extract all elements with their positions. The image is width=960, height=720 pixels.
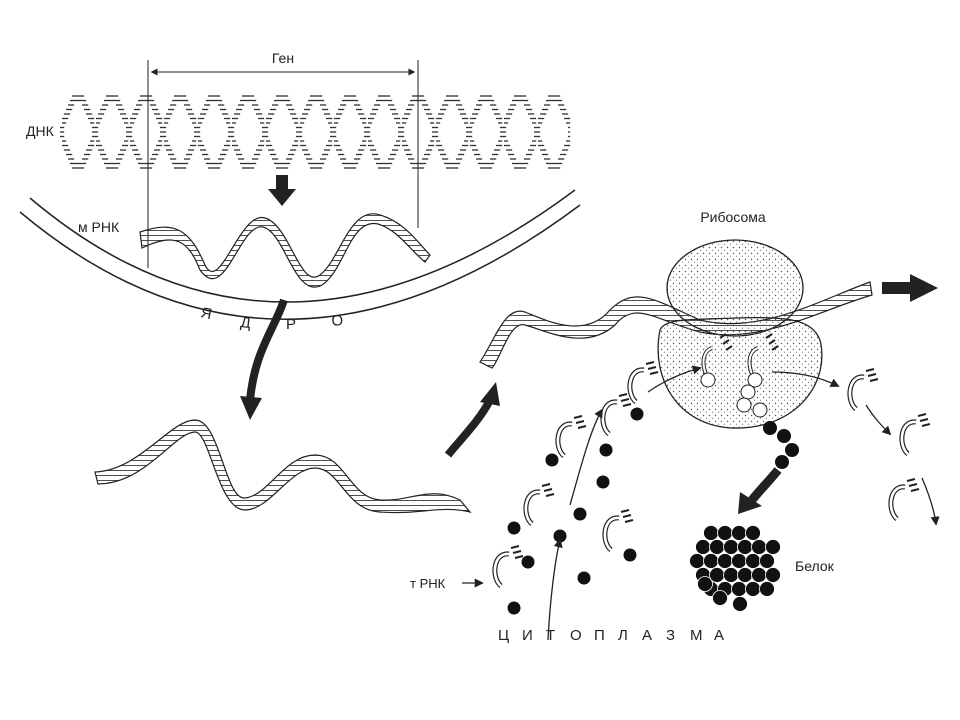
- chain-amino-acid: [775, 455, 789, 469]
- mrna-strand-cytoplasm: [94, 419, 472, 514]
- protein-label: Белок: [795, 558, 835, 574]
- trna-in-ribosome: [700, 333, 779, 418]
- protein-amino-acid: [717, 525, 733, 541]
- cytoplasm-letter: Ц: [498, 627, 511, 644]
- protein-amino-acid: [689, 553, 705, 569]
- protein-amino-acid: [723, 539, 739, 555]
- nucleus-membrane: [19, 189, 581, 320]
- trna-molecule: [600, 393, 632, 436]
- protein-amino-acid: [745, 581, 761, 597]
- trna-molecule: [523, 483, 555, 526]
- cytoplasm-letter: М: [690, 627, 705, 644]
- nucleus-letter-1: Я: [199, 304, 213, 323]
- cytoplasm-letter: З: [666, 627, 677, 644]
- protein-amino-acid: [765, 539, 781, 555]
- protein-amino-acid: [737, 567, 753, 583]
- protein-amino-acid: [695, 539, 711, 555]
- protein-amino-acid: [751, 539, 767, 555]
- trna-molecule: [492, 545, 524, 588]
- protein-amino-acid: [703, 525, 719, 541]
- ribosome: [657, 239, 823, 429]
- trna-label: т РНК: [410, 576, 446, 591]
- ribosome-label: Рибосома: [700, 209, 766, 225]
- amino-acid: [545, 453, 559, 467]
- polypeptide-chain: [763, 421, 799, 469]
- protein-amino-acid: [737, 539, 753, 555]
- exit-arrow: [882, 274, 938, 302]
- protein-cluster: [689, 525, 781, 612]
- mrna-strand-ribosome: [479, 281, 873, 369]
- protein-amino-acid: [717, 553, 733, 569]
- protein-amino-acid: [732, 596, 748, 612]
- trna-molecule: [847, 368, 879, 411]
- protein-amino-acid: [759, 553, 775, 569]
- cytoplasm-letter: Л: [618, 627, 630, 644]
- protein-amino-acid: [759, 581, 775, 597]
- protein-amino-acid: [745, 525, 761, 541]
- protein-amino-acid: [751, 567, 767, 583]
- amino-acid: [507, 601, 521, 615]
- amino-acid: [577, 571, 591, 585]
- trna-molecule: [627, 361, 659, 404]
- nucleus-letter-2: Д: [240, 314, 252, 332]
- gene-label: Ген: [272, 50, 294, 66]
- amino-acid: [599, 443, 613, 457]
- protein-amino-acid: [709, 539, 725, 555]
- protein-amino-acid: [731, 525, 747, 541]
- protein-amino-acid: [723, 567, 739, 583]
- amino-acid: [596, 475, 610, 489]
- protein-amino-acid: [745, 553, 761, 569]
- export-arrow: [240, 298, 288, 420]
- protein-amino-acid: [731, 553, 747, 569]
- chain-amino-acid: [785, 443, 799, 457]
- amino-acids: [507, 407, 644, 615]
- nucleus-letter-3: Р: [286, 316, 296, 333]
- protein-amino-acid: [712, 590, 728, 606]
- chain-amino-acid: [763, 421, 777, 435]
- amino-acid: [507, 521, 521, 535]
- trna-molecule: [555, 415, 587, 458]
- protein-arrow: [738, 467, 782, 514]
- dna-label: ДНК: [26, 123, 55, 139]
- to-ribosome-arrow: [444, 382, 500, 458]
- cytoplasm-letter: И: [522, 627, 535, 644]
- protein-amino-acid: [697, 576, 713, 592]
- flow-arrows: [462, 365, 940, 641]
- cytoplasm-letter: О: [570, 627, 584, 644]
- cytoplasm-letter: П: [594, 627, 607, 644]
- chain-amino-acid: [777, 429, 791, 443]
- mrna-label: м РНК: [78, 219, 120, 235]
- trna-molecules: [492, 361, 931, 588]
- amino-acid: [573, 507, 587, 521]
- dna-helix: [60, 95, 571, 169]
- cytoplasm-letter: А: [642, 627, 654, 644]
- protein-amino-acid: [703, 553, 719, 569]
- protein-amino-acid: [765, 567, 781, 583]
- trna-molecule: [899, 413, 931, 456]
- nucleus-letter-4: О: [331, 312, 344, 330]
- trna-molecule: [602, 509, 634, 552]
- amino-acid: [623, 548, 637, 562]
- amino-acid: [630, 407, 644, 421]
- protein-amino-acid: [731, 581, 747, 597]
- transcription-arrow: [268, 175, 296, 206]
- trna-molecule: [888, 478, 920, 521]
- amino-acid: [521, 555, 535, 569]
- cytoplasm-letter: А: [714, 627, 726, 644]
- cytoplasm-letter: Т: [546, 627, 557, 644]
- mrna-strand-nucleus: [139, 213, 431, 288]
